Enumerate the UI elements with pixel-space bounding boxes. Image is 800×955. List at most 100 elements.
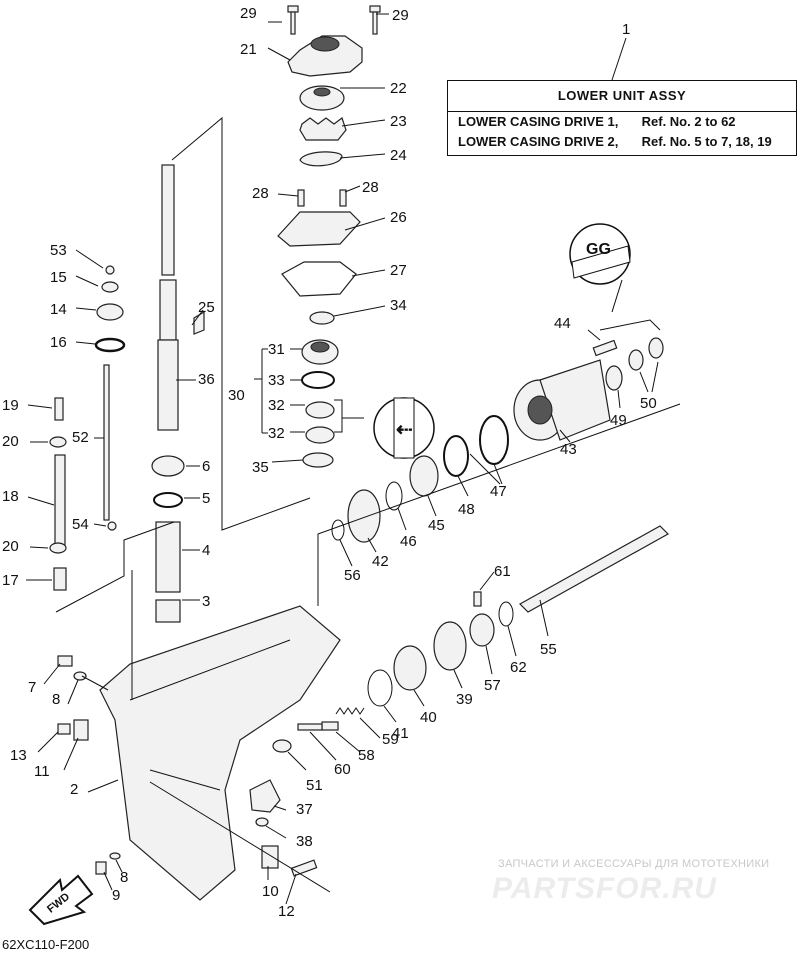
callout-58: 58 [358,747,375,764]
callout-28: 28 [252,185,269,202]
grommet-15 [101,281,119,293]
assembly-row-1-desc: LOWER CASING DRIVE 1, [458,114,619,129]
assembly-row-1-refs: Ref. No. 2 to 62 [641,114,736,129]
callout-32: 32 [268,425,285,442]
plate-11 [73,719,89,741]
callout-28: 28 [362,179,379,196]
nut-51 [272,739,292,753]
callout-34: 34 [390,297,407,314]
washer-35 [302,452,334,468]
callout-21: 21 [240,41,257,58]
svg-text:⇠: ⇠ [396,419,413,441]
o-ring-33 [301,371,335,389]
inset-grease-symbol-right: GG [569,223,631,285]
shim-41 [367,669,393,707]
callout-48: 48 [458,501,475,518]
bearing-45 [409,455,439,497]
oil-seal-housing [301,339,339,365]
callout-20: 20 [2,433,19,450]
assembly-row-1: LOWER CASING DRIVE 1, Ref. No. 2 to 62 [448,112,796,132]
callout-61: 61 [494,563,511,580]
oil-seal-34 [309,311,335,325]
callout-39: 39 [456,691,473,708]
bolt-19 [54,397,64,421]
callout-35: 35 [252,459,269,476]
callout-50: 50 [640,395,657,412]
callout-7: 7 [28,679,36,696]
callout-29: 29 [240,5,257,22]
callout-14: 14 [50,301,67,318]
callout-5: 5 [202,490,210,507]
callout-2: 2 [70,781,78,798]
callout-56: 56 [344,567,361,584]
callout-24: 24 [390,147,407,164]
pin-61 [473,591,482,607]
callout-46: 46 [400,533,417,550]
bearing-3 [155,599,181,623]
bushing-14 [96,303,124,321]
o-ring-16 [94,337,126,353]
o-ring-5 [153,492,183,508]
figure-code: 62XC110-F200 [2,937,90,952]
plunger-58 [321,721,339,731]
bushing-6 [151,455,185,477]
callout-37: 37 [296,801,313,818]
assembly-row-2: LOWER CASING DRIVE 2, Ref. No. 5 to 7, 1… [448,132,796,152]
callout-27: 27 [390,262,407,279]
callout-32: 32 [268,397,285,414]
insert-cartridge [299,85,345,111]
watermark-caption: ЗАПЧАСТИ И АКСЕССУАРЫ ДЛЯ МОТОТЕХНИКИ [498,858,770,870]
sleeve-4 [155,521,181,593]
forward-gear-39 [433,621,467,671]
callout-3: 3 [202,593,210,610]
washer-8-lower [109,852,121,860]
callout-8: 8 [120,869,128,886]
callout-51: 51 [306,777,323,794]
trim-tab-10 [261,845,279,869]
svg-text:GG: GG [586,241,611,258]
callout-10: 10 [262,883,279,900]
gasket-24 [299,151,343,167]
bolt-29-left [287,5,299,35]
lower-casing [99,605,341,901]
callout-30: 30 [228,387,245,404]
watermark-logo: PARTSFOR.RU [492,872,717,905]
callout-38: 38 [296,833,313,850]
callout-4: 4 [202,542,210,559]
shift-plunger-60 [297,723,323,731]
callout-55: 55 [540,641,557,658]
water-pump-housing [287,35,363,77]
callout-23: 23 [390,113,407,130]
circlip-56 [331,519,345,541]
gasket-27 [281,261,357,297]
inset-grease-symbol-left: ⇠ [373,397,435,459]
assembly-legend: LOWER UNIT ASSY LOWER CASING DRIVE 1, Re… [447,80,797,156]
callout-54: 54 [72,516,89,533]
callout-26: 26 [390,209,407,226]
assembly-row-2-desc: LOWER CASING DRIVE 2, [458,134,619,149]
washer-8-upper [73,671,87,681]
oil-seal-32-lower [305,426,335,444]
bearing-49 [605,365,623,391]
bolt-44 [592,339,618,357]
screw-9 [95,861,107,875]
callout-20: 20 [2,538,19,555]
oil-seal-50-a [628,349,644,371]
callout-44: 44 [554,315,571,332]
callout-43: 43 [560,441,577,458]
callout-57: 57 [484,677,501,694]
callout-18: 18 [2,488,19,505]
drive-shaft [157,164,179,431]
callout-60: 60 [334,761,351,778]
callout-assembly-ref: 1 [622,21,630,38]
callout-25: 25 [198,299,215,316]
clip-20-upper [49,436,67,448]
callout-42: 42 [372,553,389,570]
callout-53: 53 [50,242,67,259]
impeller [299,117,347,141]
oil-seal-32-upper [305,401,335,419]
callout-17: 17 [2,572,19,589]
reverse-gear [347,489,381,543]
callout-47: 47 [490,483,507,500]
